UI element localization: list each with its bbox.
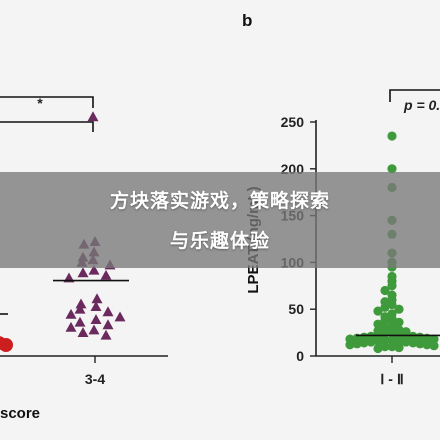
panel-label-b: b [242, 11, 252, 30]
right-y-tick-label: 250 [281, 114, 305, 130]
triangle-point [102, 319, 114, 330]
significance-bracket-lower [0, 121, 94, 132]
triangle-point [77, 327, 89, 337]
dot-point [359, 338, 369, 348]
dot-point [380, 315, 390, 326]
dot-point [429, 341, 439, 351]
dot-point [394, 304, 404, 314]
dot-point [429, 334, 439, 344]
dot-point [345, 340, 355, 350]
right-x-tick-label: Ⅰ - Ⅱ [380, 371, 403, 387]
triangle-point [74, 316, 86, 327]
dot-point [373, 343, 383, 354]
right-y-tick-label: 50 [288, 301, 304, 317]
triangle-point [65, 321, 77, 332]
left-x-title-fragment: score [0, 405, 40, 422]
dot-point [380, 302, 390, 312]
triangle-point [90, 314, 102, 324]
dot-point [394, 329, 404, 340]
dot-point [387, 299, 397, 310]
significance-star: * [37, 95, 43, 111]
dot-point [394, 317, 404, 327]
dot-point [415, 339, 425, 349]
triangle-point [100, 269, 112, 280]
dot-point [373, 319, 383, 329]
dot-point [394, 336, 404, 346]
dot-point [387, 342, 397, 352]
dot-point [387, 131, 397, 141]
dot-point [387, 335, 397, 345]
title-banner [0, 172, 440, 268]
dot-point [380, 335, 390, 345]
dot-point [394, 342, 404, 353]
dot-point [387, 164, 397, 174]
dot-point [366, 337, 376, 347]
banner-title-line1: 方块落实游戏，策略探索 [109, 190, 330, 212]
triangle-point [65, 308, 77, 319]
dot-point [380, 285, 390, 296]
left-x-tick-label: 3-4 [85, 371, 105, 387]
dot-point [387, 313, 397, 324]
dot-point [408, 331, 418, 341]
triangle-point [87, 111, 99, 122]
triangle-point [102, 306, 114, 317]
triangle-point [100, 329, 112, 340]
dot-point [373, 336, 383, 346]
p-bracket [389, 89, 440, 102]
dot-point [408, 338, 418, 348]
dot-point [352, 339, 362, 349]
triangle-point [88, 324, 100, 335]
dot-point [387, 281, 397, 291]
triangle-point [88, 264, 100, 275]
significance-bracket-upper [0, 96, 94, 108]
triangle-point [75, 298, 87, 309]
banner-title-line2: 与乐趣体验 [169, 230, 270, 252]
triangle-point [114, 311, 126, 322]
dot-point [387, 321, 397, 331]
triangle-point [77, 267, 89, 278]
dot-point [401, 337, 411, 347]
triangle-point [74, 303, 86, 314]
p-value-label: p = 0. [403, 97, 440, 113]
triangle-point [90, 301, 102, 311]
dot-point [373, 306, 383, 316]
dot-point [380, 342, 390, 352]
right-y-tick-label: 0 [296, 348, 304, 364]
red-marker-2 [0, 336, 6, 350]
triangle-point [91, 293, 103, 304]
dot-point [422, 340, 432, 350]
